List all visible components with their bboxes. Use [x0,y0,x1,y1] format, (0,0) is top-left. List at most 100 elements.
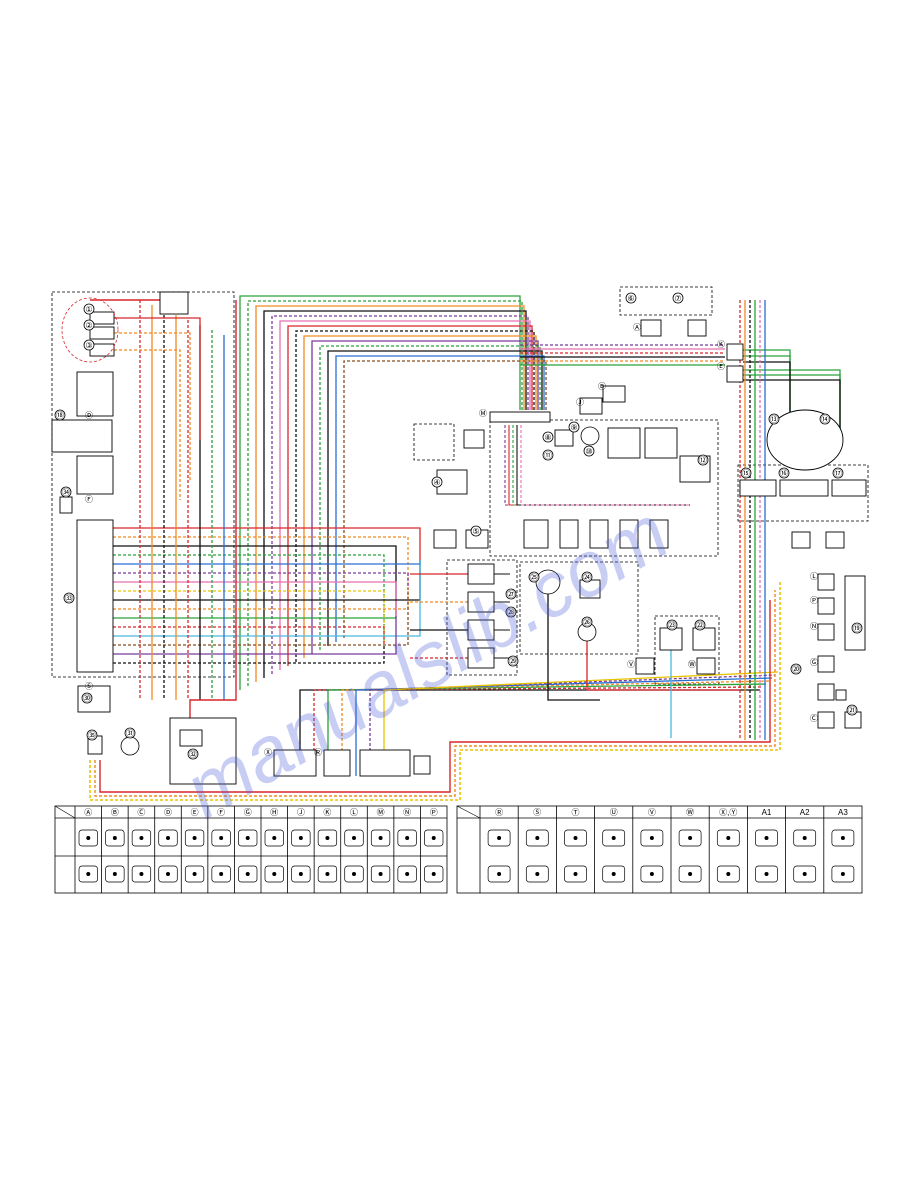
switch-7-plug [687,319,707,337]
callout-13: ⑬ [768,413,780,425]
callout-label: ㉔ [583,573,591,582]
connector-e-right [726,365,744,383]
connector-tag: Ⓔ [717,362,725,371]
callout-35: ㉟ [86,729,98,741]
callout-circle [542,449,554,461]
legend-header: Ⓜ [377,808,385,817]
wire-green [113,554,385,644]
legend-header: Ⓒ [137,808,145,817]
callout-6: ⑥ [625,292,637,304]
meter-connector [489,411,551,423]
callout-3: ③ [83,339,95,351]
meter-u2 [619,519,639,549]
callout-label: ㉞ [62,488,70,497]
meter-u3 [649,519,669,549]
connector-tag: Ⓡ [314,748,322,757]
fuse-cluster [61,297,119,363]
starter-relay-block [51,419,113,453]
wire-red [113,626,385,644]
callout-circle [740,467,752,479]
callout-10: ⑩ [583,445,595,457]
connector-pin [378,872,383,876]
wire-black [113,644,385,664]
callout-12: ⑫ [697,454,709,466]
callout-16: ⑯ [778,467,790,479]
callout-label: ⑯ [780,469,788,478]
callout-23: ㉓ [666,619,678,631]
watermark: manualslib.com [170,488,683,835]
legend-header: Ⓟ [430,808,438,817]
wire-red [99,600,771,793]
callout-18: ⑱ [54,409,66,421]
connector-tag: Ⓛ [810,572,818,581]
connector-n [817,623,835,641]
legend-header: Ⓕ [217,808,225,817]
meter-r2 [644,427,678,459]
callout-circle [187,748,199,760]
callout-label: ㉑ [848,706,856,715]
callout-label: ⑥ [627,294,634,303]
wire-pink [520,425,690,506]
connector-pin [139,836,144,840]
callout-circle [694,619,706,631]
callout-label: ㉛ [126,729,134,738]
coil-2 [467,591,495,613]
legend-header: Ⓝ [403,808,411,817]
tag-a [835,689,847,701]
legend-header: Ⓚ [323,808,331,817]
callout-label: ㉒ [696,621,704,630]
connector-tag: Ⓧ [264,748,272,757]
connector-pin [649,836,654,840]
callout-label: ④ [433,478,440,487]
callout-circle [431,476,443,488]
wire-black [743,379,841,442]
connector-tag: Ⓖ [810,658,818,667]
wire-orange [94,590,776,797]
callout-27: ㉗ [505,588,517,600]
wire-blue [113,560,421,565]
callout-circle [63,592,75,604]
sensor-23 [659,627,683,651]
legend-header: Ⓔ [191,808,199,817]
connector-tag: Ⓥ [627,660,635,669]
connector-pin [86,836,91,840]
frames [51,286,869,685]
wire-yellow [383,671,779,776]
legend-header: Ⓦ [686,808,694,817]
callout-label: ⑲ [853,624,861,633]
connector-pin [378,836,383,840]
diode-block [59,496,73,514]
wire-purple [311,340,539,654]
wire-black [113,560,421,601]
wire-purple [113,616,397,655]
callout-circle [625,292,637,304]
connector-pin [688,872,693,876]
connector-a3 [359,749,411,777]
wire-harness [89,295,841,801]
callout-label: ㉖ [583,618,591,627]
connector-pin [431,836,436,840]
connector-tag: Ⓕ [85,495,93,504]
connector-pin [352,836,356,840]
callout-19: ⑲ [851,622,863,634]
callout-label: ② [85,321,92,330]
sensor-31 [120,736,140,756]
horn-assembly [766,409,844,471]
connector-tag: Ⓑ [598,382,606,391]
connector-pin [166,836,170,840]
callout-label: ⑨ [570,423,577,432]
connector-pin [573,836,578,840]
wire-red [287,325,533,666]
connector-j-r2 [825,531,845,549]
wire-pink [113,581,397,616]
connector-tag: Ⓦ [688,660,696,669]
callout-label: ㉙ [509,657,517,666]
wire-brown [343,360,547,638]
connector-pin [112,836,117,840]
legend-header: Ⓐ [84,808,92,817]
wire-blue [355,677,773,776]
connector-pin [726,872,731,876]
callout-label: ① [85,305,92,314]
